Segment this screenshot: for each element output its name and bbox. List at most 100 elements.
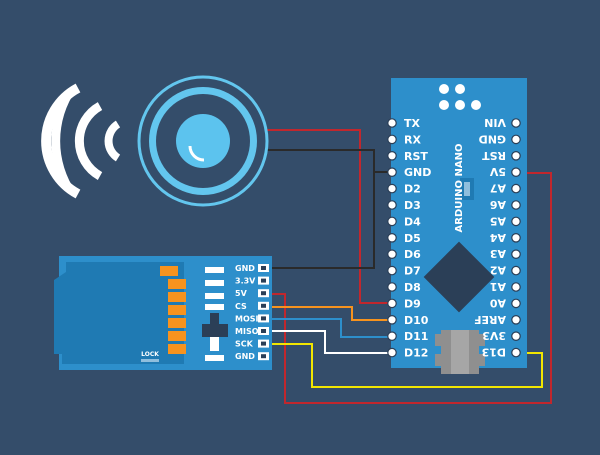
pin-label: SCK: [235, 340, 254, 349]
pin-hole: [511, 331, 521, 341]
sd-pin-3-3v-1: 3.3V: [235, 276, 269, 286]
pin-left-gnd-3: GND: [387, 166, 431, 179]
pin-hole: [511, 314, 521, 325]
pin-label: GND: [479, 132, 506, 145]
pin-right-vin-0: VIN: [484, 116, 521, 129]
pin-label: D9: [404, 297, 421, 310]
pin-label: D5: [404, 232, 421, 245]
voltage-regulator: [202, 324, 228, 337]
icsp-header: [439, 84, 481, 110]
pin-hole: [511, 298, 521, 309]
pin-label: A1: [490, 280, 506, 293]
pin-hole: [511, 347, 521, 358]
pin-left-d7-9: D7: [387, 265, 421, 278]
pin-right-a4-7: A4: [489, 231, 521, 244]
pin-hole: [511, 200, 521, 210]
pin-right-aref-12: AREF: [474, 313, 521, 326]
pin-hole: [387, 331, 397, 341]
wire-sd-gnd-arduino-gnd: [264, 172, 375, 269]
pin-right-a3-8: A3: [490, 247, 521, 260]
sd-pin-gnd-0: GND: [235, 264, 269, 273]
pin-label: A5: [490, 214, 506, 227]
wire-sd-cs-d10: [264, 306, 392, 321]
pin-left-rst-2: RST: [387, 150, 428, 163]
sound-waves-icon: [41, 83, 121, 199]
pin-hole: [261, 278, 266, 283]
sd-card-slot: [54, 262, 184, 364]
pin-label: D12: [404, 347, 428, 360]
microcontroller-chip: [423, 241, 495, 313]
pin-right-a1-10: A1: [490, 280, 521, 293]
wire-sd-5v-arduino-5v: [264, 172, 552, 404]
pin-label: A4: [489, 231, 506, 244]
pin-hole: [511, 183, 521, 194]
pin-hole: [511, 233, 521, 243]
pin-hole: [387, 233, 397, 243]
pin-label: A2: [490, 264, 506, 277]
wire-speaker-positive-d9: [267, 129, 392, 304]
pin-hole: [387, 298, 397, 309]
pin-hole: [261, 329, 266, 333]
pin-label: 3.3V: [235, 277, 256, 286]
pin-hole: [261, 341, 266, 346]
usb-connector: [435, 330, 485, 374]
pin-label: AREF: [474, 313, 506, 326]
pin-left-rx-1: RX: [387, 133, 421, 146]
pin-left-d5-7: D5: [387, 232, 421, 245]
pin-label: 5V: [235, 289, 248, 298]
pin-hole: [387, 134, 397, 145]
sd-pin-miso-5: MISO: [235, 327, 269, 336]
wire-sd-sck-d13: [264, 343, 543, 388]
wire-sd-miso-d12: [264, 330, 392, 354]
pin-label: D11: [404, 330, 428, 343]
pin-hole: [387, 282, 397, 292]
pin-right-5v-3: 5V: [489, 165, 521, 178]
pin-hole: [387, 314, 397, 325]
pin-right-rst-2: RST: [482, 149, 521, 162]
pin-label: D2: [404, 183, 421, 196]
pin-left-d4-6: D4: [387, 215, 421, 228]
sd-pin-5v-2: 5V: [235, 289, 269, 298]
pin-label: D6: [404, 248, 421, 261]
board-label: ARDUINO NANO: [454, 144, 465, 233]
pin-hole: [511, 151, 521, 161]
pin-left-d12-14: D12: [387, 347, 428, 360]
wire-speaker-negative-gnd: [267, 149, 392, 173]
pin-hole: [511, 282, 521, 292]
pin-label: A6: [489, 198, 506, 211]
pin-hole: [511, 216, 521, 227]
pin-right-a7-4: A7: [490, 182, 521, 195]
pin-left-d10-12: D10: [387, 314, 429, 327]
pin-label: GND: [235, 352, 255, 361]
pin-hole: [387, 151, 397, 161]
pin-label: A0: [489, 296, 506, 309]
pin-label: A3: [490, 247, 506, 260]
pin-label: GND: [404, 166, 431, 179]
pin-label: MOSI: [235, 314, 259, 323]
pin-right-a0-11: A0: [489, 296, 521, 309]
smd-resistors: [205, 267, 224, 361]
pin-label: CS: [235, 302, 247, 311]
pin-label: D7: [404, 265, 421, 278]
pin-label: GND: [235, 264, 255, 273]
pin-right-3v3-13: 3V3: [482, 329, 521, 342]
pin-right-gnd-1: GND: [479, 132, 521, 145]
pin-label: MISO: [235, 327, 259, 336]
pin-hole: [387, 118, 397, 128]
lock-switch-slot: [141, 359, 159, 362]
pin-label: RST: [404, 150, 428, 163]
pin-label: D10: [404, 314, 429, 327]
pin-right-a6-5: A6: [489, 198, 521, 211]
pin-right-d13-14: D13: [482, 346, 521, 359]
pin-hole: [511, 249, 521, 259]
pin-hole: [511, 167, 521, 177]
pin-right-a2-9: A2: [490, 264, 521, 277]
sd-pin-cs-3: CS: [235, 301, 269, 311]
pin-label: A7: [490, 182, 506, 195]
pin-label: RST: [482, 149, 506, 162]
pin-label: 5V: [489, 165, 506, 178]
pin-hole: [511, 265, 521, 276]
pin-hole: [261, 266, 266, 270]
